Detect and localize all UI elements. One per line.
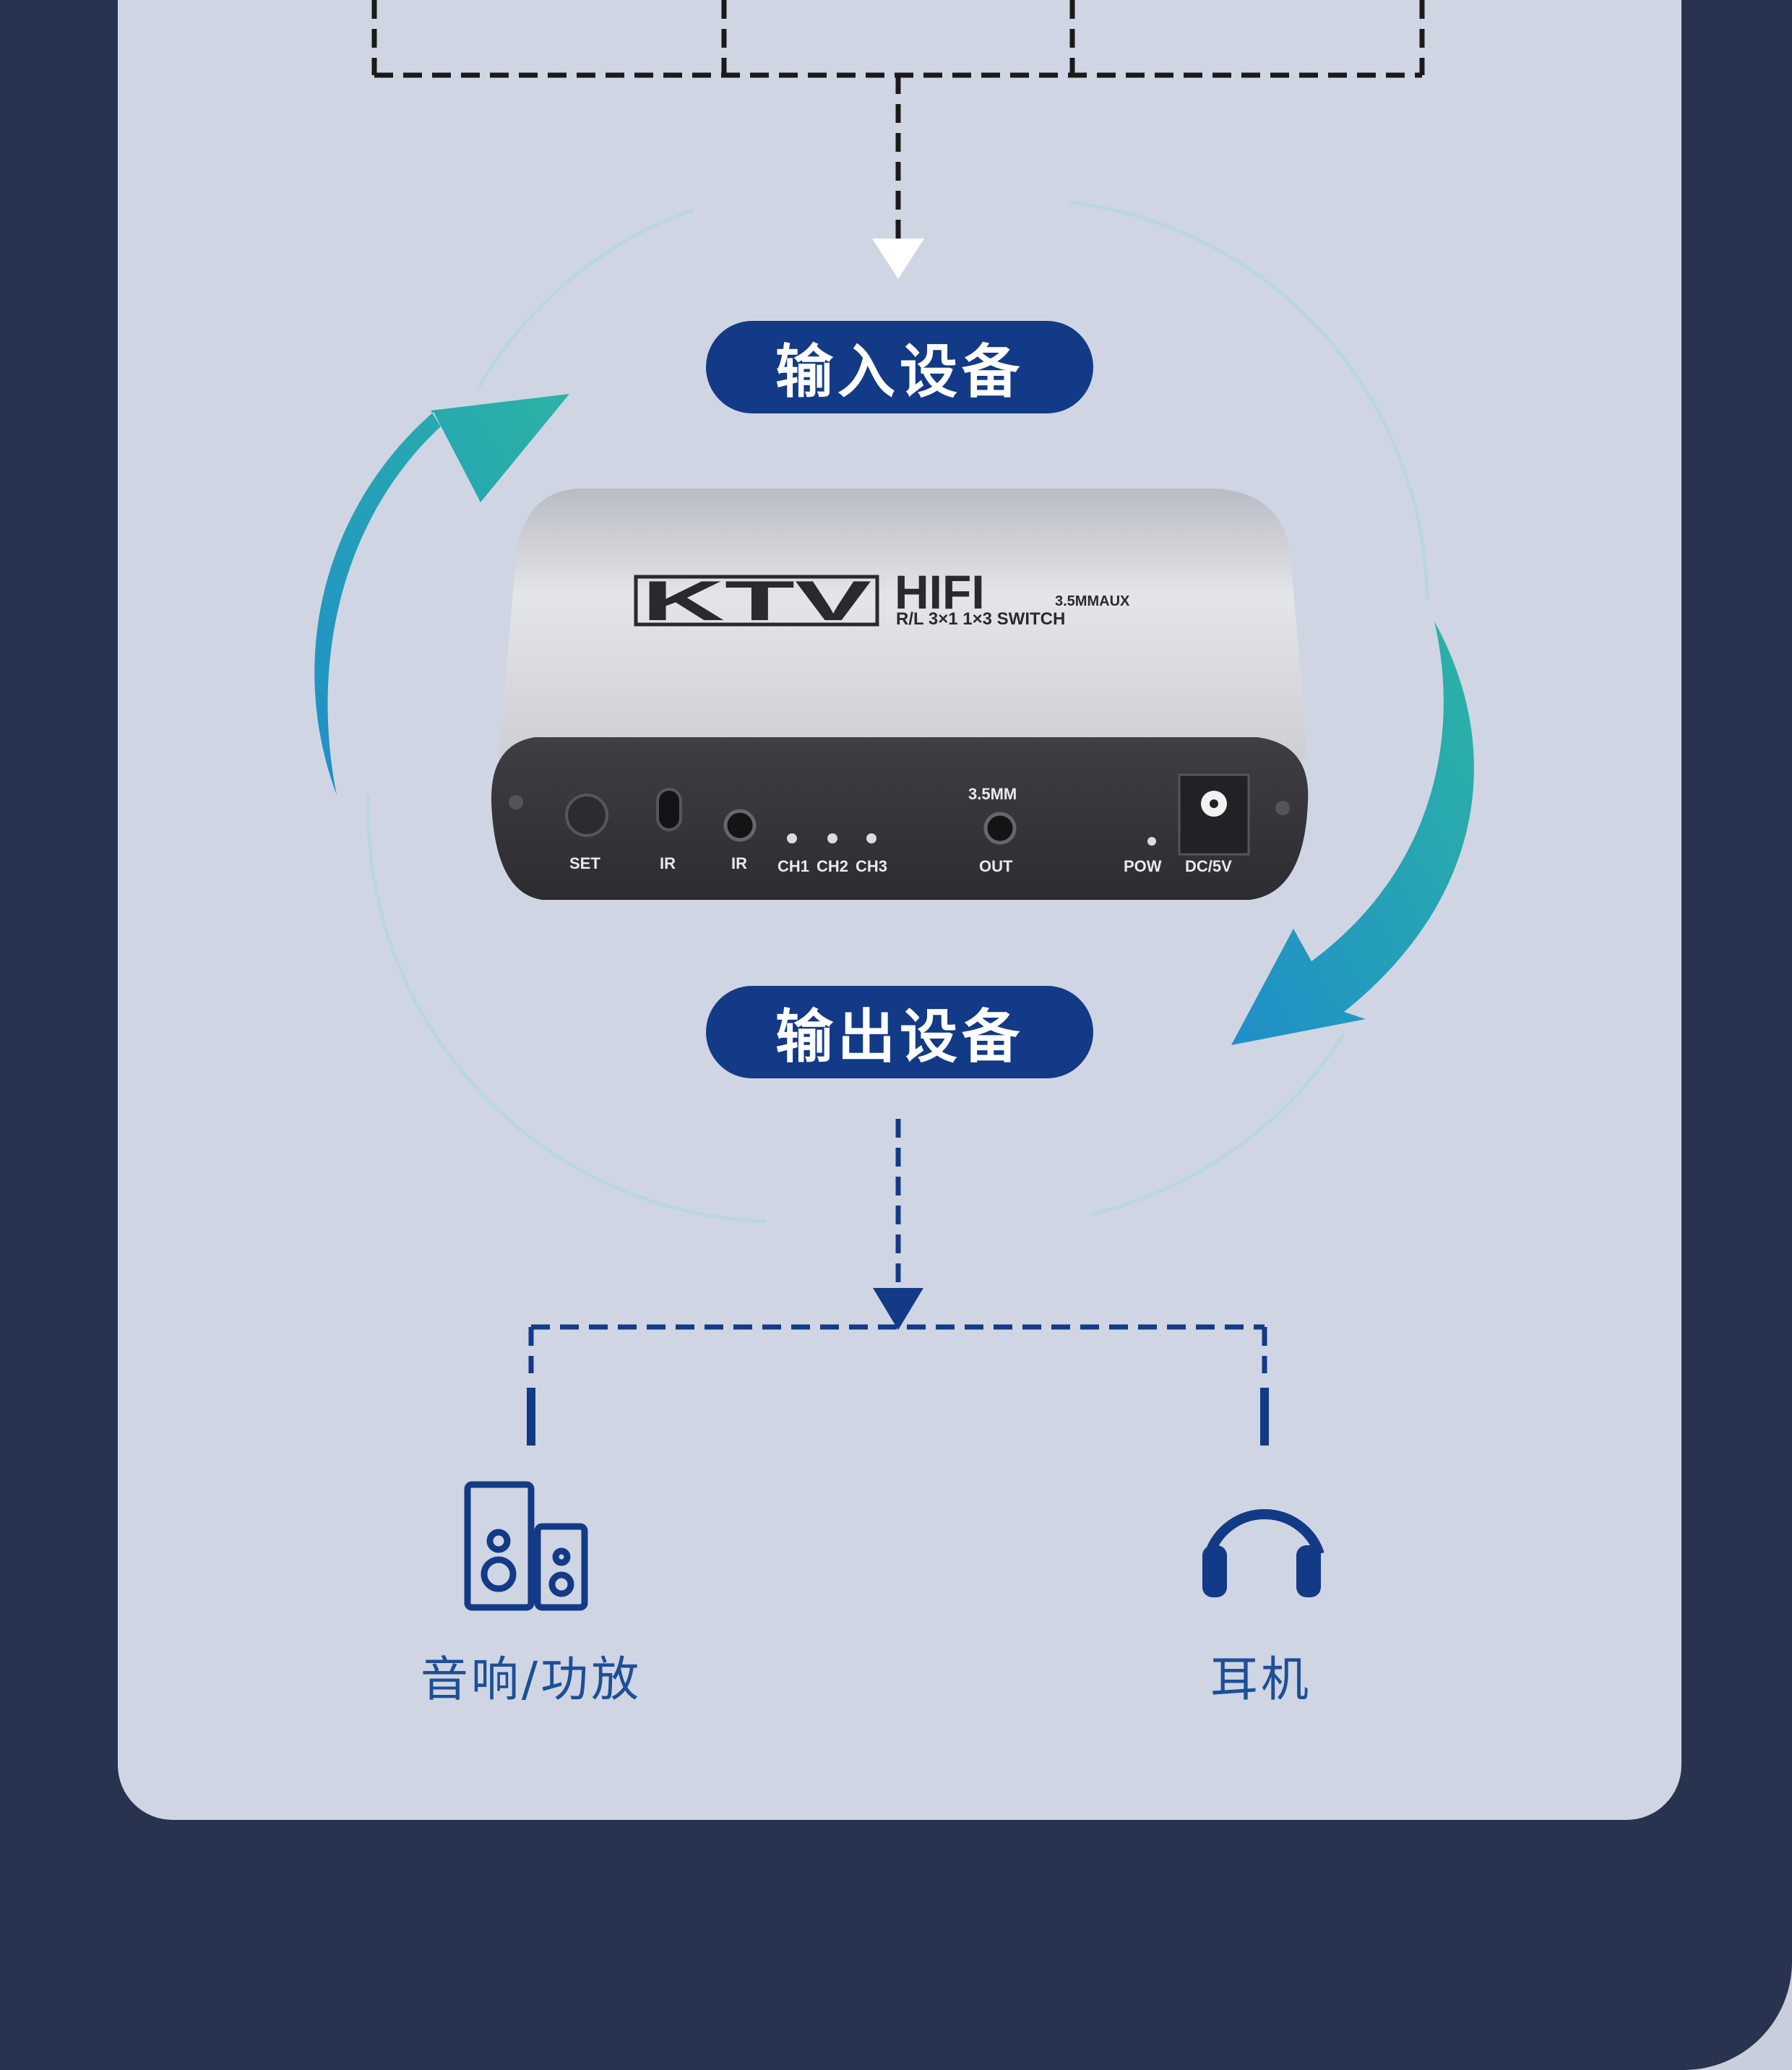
input-devices-pill: 输入设备 xyxy=(706,321,1093,413)
port-label-out: OUT xyxy=(979,857,1013,875)
device-subtitle: R/L 3×1 1×3 SWITCH xyxy=(896,609,1065,629)
left-cycle-arrow xyxy=(314,394,569,795)
port-label-ch1: CH1 xyxy=(777,857,809,875)
headphone-icon xyxy=(1202,1509,1324,1597)
output-dashed-connectors xyxy=(527,1119,1269,1446)
device-series: HIFI xyxy=(895,565,985,619)
ktv-switch-device: KTV HIFI 3.5MMAUX R/L 3×1 1×3 SWITCH SET… xyxy=(491,489,1309,900)
port-label-ir2: IR xyxy=(731,854,747,872)
down-arrow-output xyxy=(873,1288,923,1330)
speaker-icon xyxy=(464,1481,588,1611)
device-brand: KTV xyxy=(642,569,871,632)
headphone-label: 耳机 xyxy=(1210,1652,1311,1707)
port-spec-35mm: 3.5MM xyxy=(968,785,1017,803)
down-arrow-input xyxy=(872,239,924,279)
speaker-label: 音响/功放 xyxy=(420,1652,642,1707)
port-label-dc: DC/5V xyxy=(1185,857,1232,875)
port-label-ir1: IR xyxy=(660,854,676,872)
device-badge: 3.5MMAUX xyxy=(1055,593,1130,609)
port-label-pow: POW xyxy=(1124,857,1162,875)
right-cycle-arrow xyxy=(1231,622,1474,1045)
port-label-set: SET xyxy=(569,854,600,872)
input-devices-dashed-boxes xyxy=(371,0,1425,239)
port-label-ch2: CH2 xyxy=(817,857,848,875)
output-devices-pill: 输出设备 xyxy=(706,986,1093,1078)
cycle-ring xyxy=(366,200,1429,1224)
port-label-ch3: CH3 xyxy=(856,857,887,875)
